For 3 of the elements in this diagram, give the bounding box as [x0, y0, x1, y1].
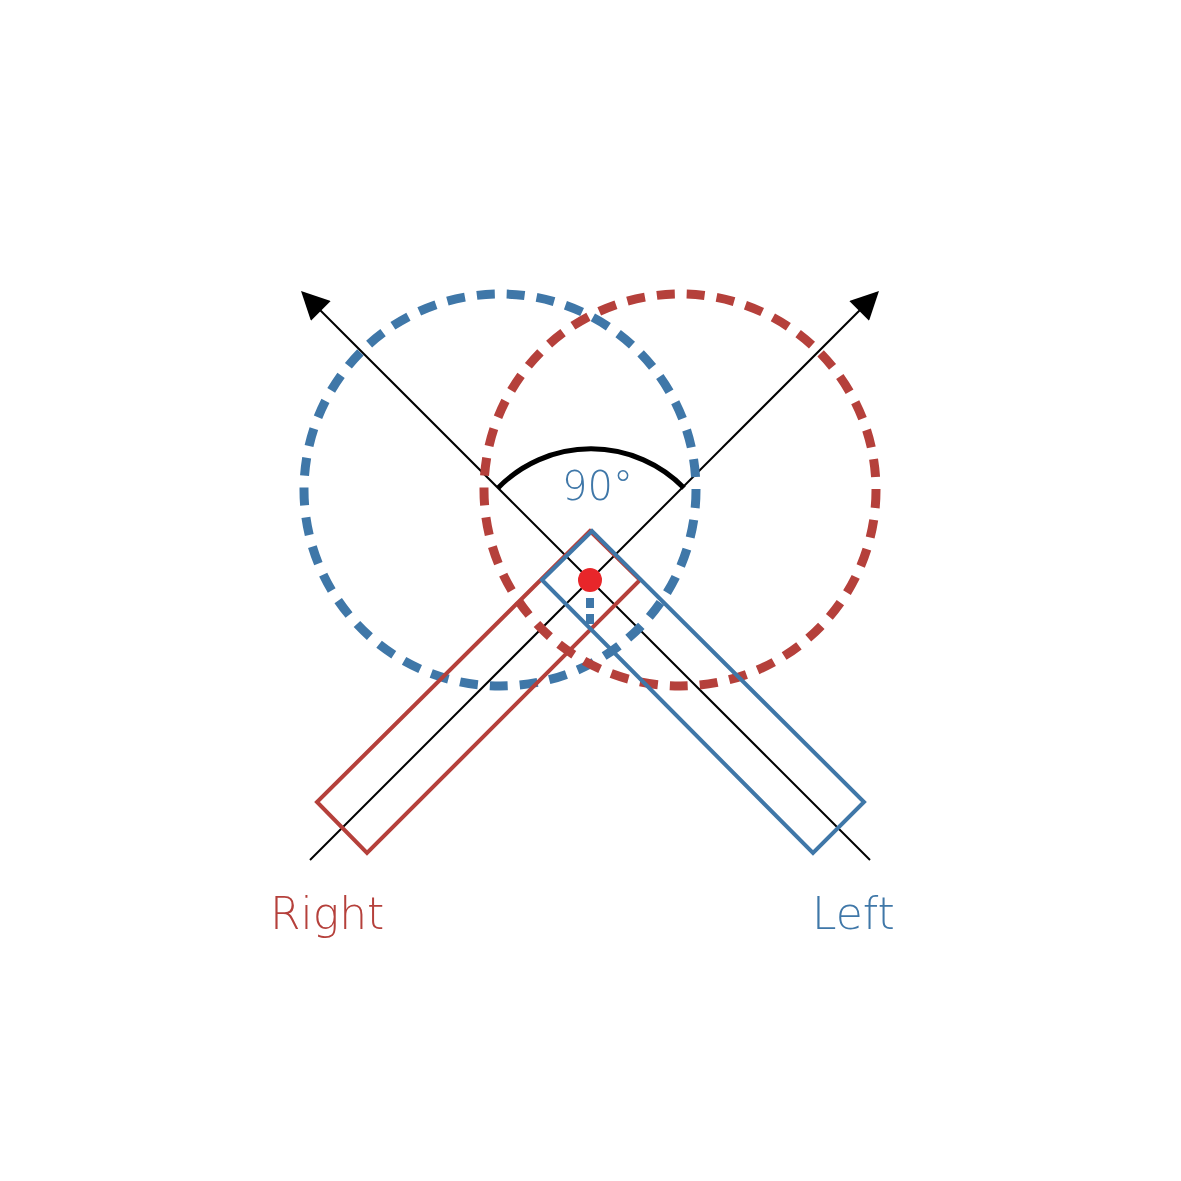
- angle-label: 90°: [562, 466, 633, 506]
- side-label: Left: [812, 892, 895, 936]
- side-label: Right: [270, 892, 385, 936]
